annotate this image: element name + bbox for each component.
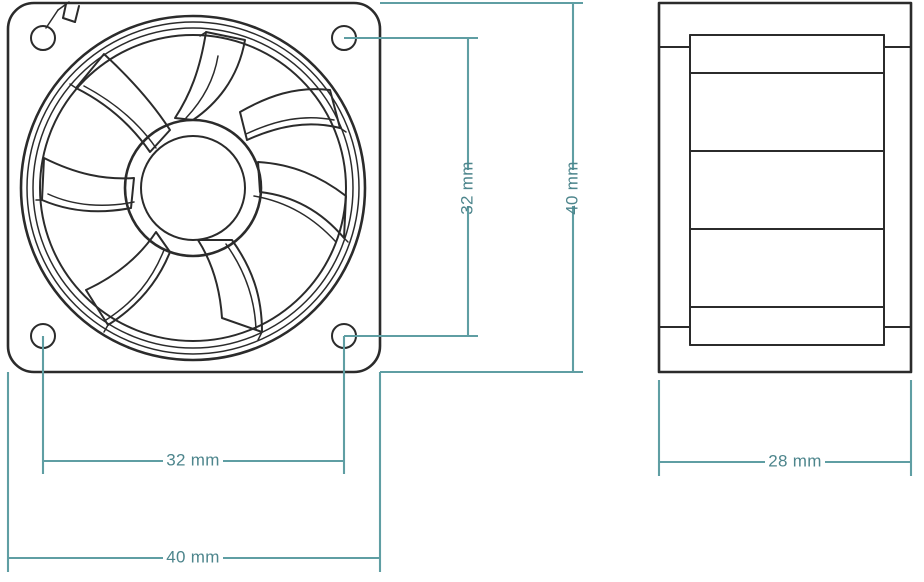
side-body-outline xyxy=(657,1,913,374)
fan-blade xyxy=(41,157,135,213)
fan-blade xyxy=(197,239,263,333)
fan-blade xyxy=(85,231,171,326)
blade-edge-accent xyxy=(83,85,157,149)
dimension-40mm-vertical: 40 mm xyxy=(380,1,583,374)
fan-blade-tip-circle xyxy=(39,34,347,342)
side-band-top-outer xyxy=(689,34,885,74)
blade-edge-accent xyxy=(185,55,219,119)
blade-edge-accent xyxy=(105,249,165,321)
dimension-40mm-horizontal: 40 mm xyxy=(6,372,382,572)
blade-edge-accent xyxy=(245,116,335,135)
cable-exit-notch xyxy=(45,1,80,29)
fan-frame-outline xyxy=(6,1,382,374)
dimension-32mm-vertical: 32 mm xyxy=(344,36,478,338)
impeller-struts xyxy=(35,31,349,341)
fan-blade xyxy=(239,88,341,141)
front-view xyxy=(6,1,382,374)
side-band-bottom-inner xyxy=(689,228,885,308)
fan-hub-inner xyxy=(140,135,246,241)
dimension-label-40mm-vertical: 40 mm xyxy=(562,161,581,214)
dimension-label-32mm-vertical: 32 mm xyxy=(457,161,476,214)
fan-impeller xyxy=(41,31,347,333)
fan-hub-outer xyxy=(123,118,263,258)
blade-edge-accent xyxy=(253,195,337,243)
fan-blade xyxy=(257,161,347,239)
dimension-label-40mm-horizontal: 40 mm xyxy=(166,547,219,566)
dimension-28mm-horizontal: 28 mm xyxy=(657,380,913,476)
side-band-top-inner xyxy=(689,72,885,152)
fan-blade xyxy=(75,53,171,153)
blade-edge-accent xyxy=(47,193,135,206)
mounting-hole-top-left xyxy=(30,25,56,51)
blade-edge-accent xyxy=(225,243,257,331)
dimension-32mm-horizontal: 32 mm xyxy=(41,336,346,474)
fan-blade xyxy=(174,31,246,121)
fan-shroud-mid-circle xyxy=(26,21,360,355)
side-band-bottom-outer xyxy=(689,306,885,346)
dimension-label-32mm-horizontal: 32 mm xyxy=(166,450,219,469)
fan-shroud-outer-circle xyxy=(19,14,367,362)
fan-shroud-inner-circle xyxy=(32,27,354,349)
side-view xyxy=(657,1,913,374)
dimension-label-28mm-horizontal: 28 mm xyxy=(768,451,821,470)
